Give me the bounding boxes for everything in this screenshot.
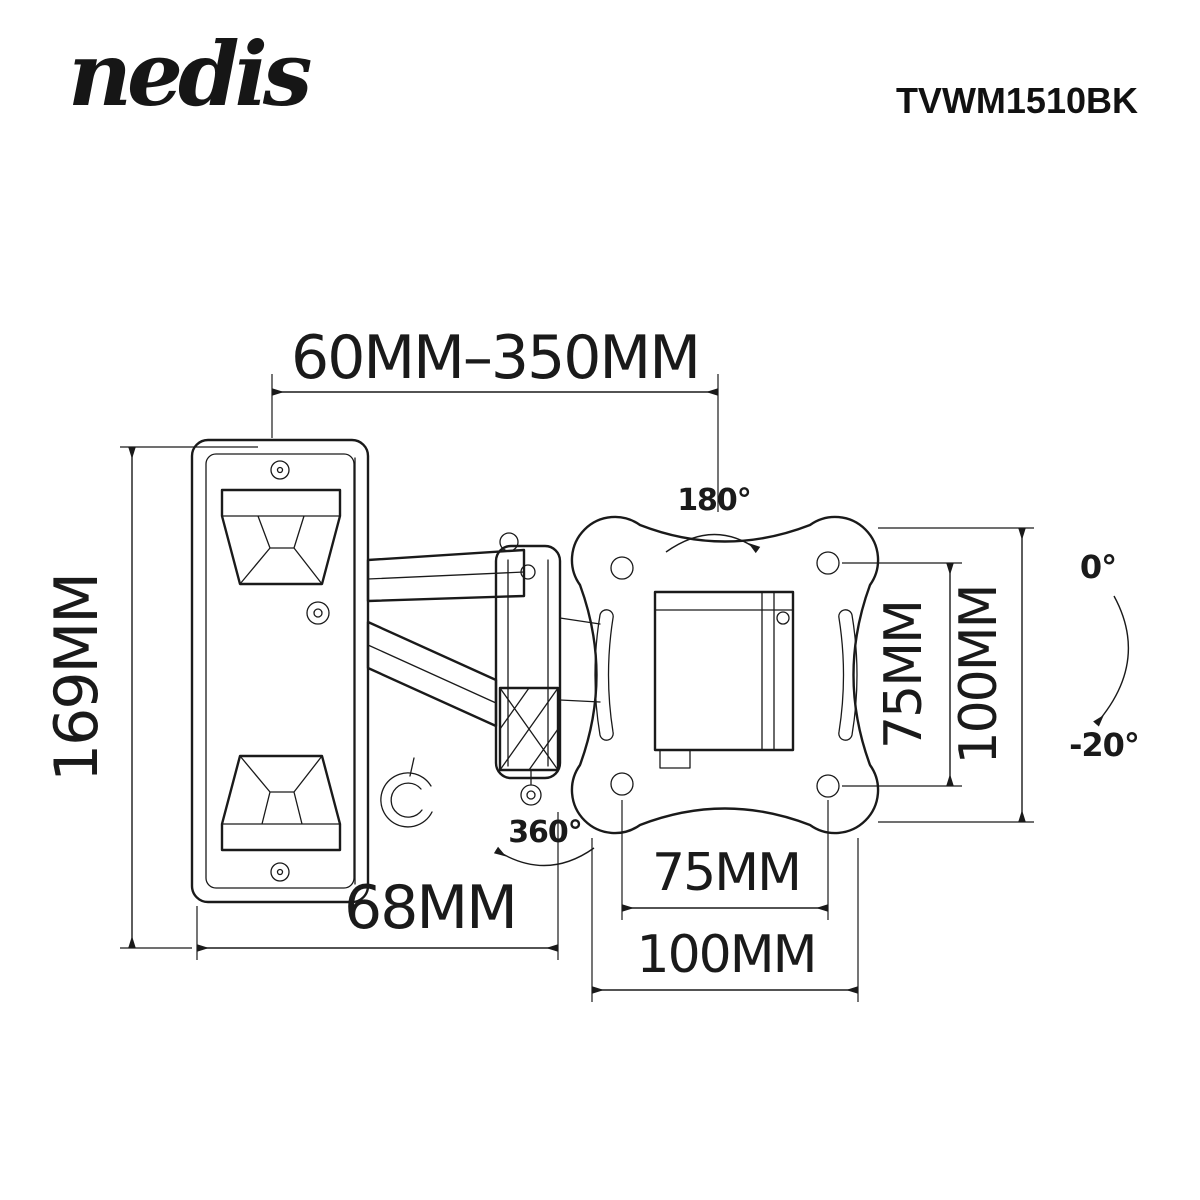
product-code: TVWM1510BK bbox=[895, 80, 1138, 121]
dimension-vesa-horizontal-100: 100MM bbox=[591, 838, 859, 1002]
lower-arm-detail bbox=[367, 644, 497, 704]
angle-rotation-360: 360° bbox=[493, 815, 595, 867]
vesa-hole-bottom-left bbox=[610, 772, 634, 796]
top-clamp bbox=[220, 488, 342, 586]
angle-tilt-range: 0° -20° bbox=[1069, 548, 1140, 764]
vesa-plate bbox=[570, 515, 880, 835]
bolt-icon bbox=[520, 784, 542, 806]
nedis-logo: nedis bbox=[68, 22, 312, 126]
angle-tilt-up-label: 0° bbox=[1080, 548, 1116, 586]
dim-vesa-horizontal-100-label: 100MM bbox=[637, 925, 816, 985]
screw-bottom-icon bbox=[270, 862, 290, 882]
bottom-clamp-detail bbox=[221, 755, 341, 825]
joint-hatch bbox=[499, 687, 559, 771]
vesa-slot-right bbox=[838, 609, 858, 741]
dimension-vesa-vertical-100: 100MM bbox=[878, 527, 1034, 823]
vertical-link-detail bbox=[507, 559, 549, 767]
dim-vesa-vertical-75-label: 75MM bbox=[874, 601, 934, 749]
head-tab bbox=[659, 749, 691, 769]
dimension-vesa-horizontal-75: 75MM bbox=[621, 800, 829, 920]
mounting-arm bbox=[366, 532, 601, 828]
top-clamp-detail bbox=[221, 515, 341, 585]
cable-hook-inner bbox=[390, 782, 423, 818]
wall-bracket-inner bbox=[205, 453, 355, 889]
dim-arm-range-label: 60MM–350MM bbox=[291, 323, 699, 393]
bolt-center bbox=[526, 790, 536, 800]
dim-bracket-height-label: 169MM bbox=[42, 574, 112, 782]
wall-bracket-outline bbox=[190, 438, 370, 904]
head-body bbox=[653, 590, 795, 752]
dimension-arm-range: 60MM–350MM bbox=[271, 323, 719, 512]
mount-head bbox=[653, 590, 795, 769]
cable-hook-stem bbox=[409, 757, 415, 777]
dimension-vesa-vertical-75: 75MM bbox=[842, 562, 962, 787]
wall-pivot bbox=[306, 601, 330, 625]
head-connection bbox=[559, 617, 601, 703]
dim-vesa-horizontal-75-label: 75MM bbox=[652, 843, 800, 903]
screw-top-icon bbox=[270, 460, 290, 480]
vertical-link bbox=[494, 544, 562, 780]
angle-360-label: 360° bbox=[508, 815, 582, 850]
screw-top-center bbox=[276, 466, 284, 474]
angle-tilt-down-label: -20° bbox=[1069, 726, 1139, 764]
wall-pivot-center bbox=[313, 608, 323, 618]
vesa-hole-top-right bbox=[816, 551, 840, 575]
link-joint bbox=[520, 564, 536, 580]
vesa-hole-top-left bbox=[610, 556, 634, 580]
dim-vesa-vertical-100-label: 100MM bbox=[949, 586, 1009, 765]
head-screw-icon bbox=[776, 611, 790, 625]
angle-180-label: 180° bbox=[677, 483, 751, 518]
upper-arm-detail bbox=[367, 571, 525, 580]
angle-swivel-180: 180° bbox=[665, 483, 761, 554]
vesa-slot-left bbox=[594, 609, 614, 741]
lower-arm bbox=[366, 620, 498, 728]
cable-hook-outer bbox=[380, 772, 433, 828]
upper-arm bbox=[366, 548, 526, 603]
dimension-bracket-height: 169MM bbox=[42, 446, 258, 949]
dimension-bracket-depth: 68MM bbox=[196, 812, 559, 960]
dim-bracket-depth-label: 68MM bbox=[344, 873, 516, 943]
screw-bottom-center bbox=[276, 868, 284, 876]
head-detail bbox=[654, 591, 794, 751]
vesa-hole-bottom-right bbox=[816, 774, 840, 798]
knob-base bbox=[499, 549, 519, 552]
wall-bracket bbox=[190, 438, 370, 904]
bottom-clamp bbox=[220, 754, 342, 852]
vesa-plate-outline bbox=[570, 515, 880, 835]
